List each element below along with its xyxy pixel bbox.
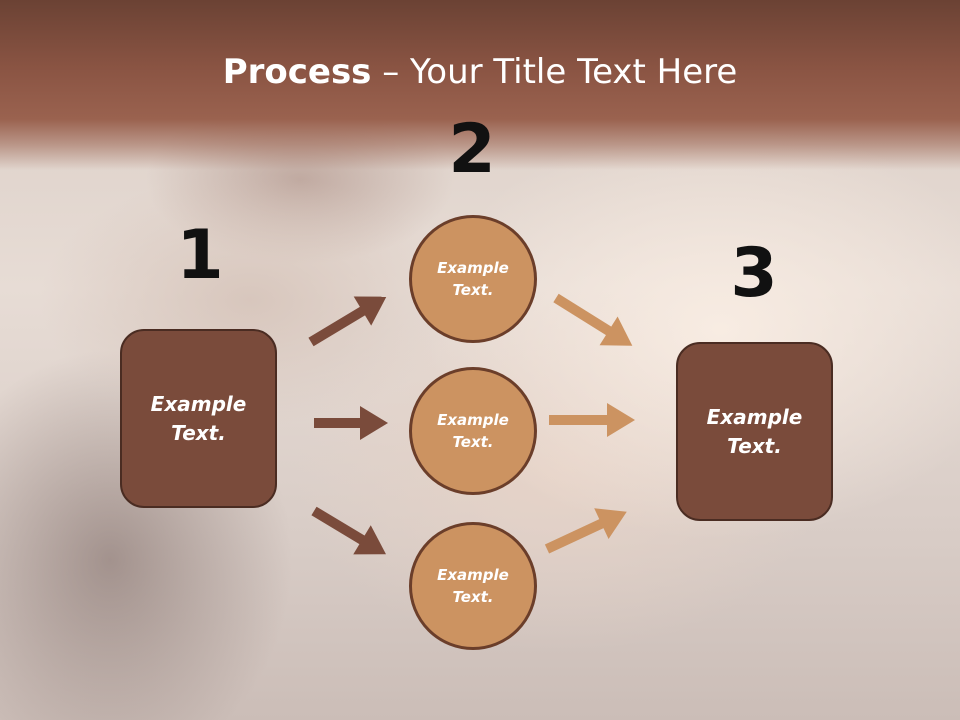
arrow-left-to-bottom — [311, 506, 387, 555]
arrow-top-to-right — [553, 293, 633, 346]
left-box-label: Example Text. — [144, 390, 254, 448]
arrow-left-to-top — [308, 296, 387, 347]
circle-top-line1: Example — [437, 258, 509, 277]
circle-top-label: Example Text. — [428, 257, 518, 302]
circle-middle-line1: Example — [437, 410, 509, 429]
title-bold: Process — [222, 52, 372, 92]
step-number-2: 2 — [448, 110, 496, 189]
step-number-1: 1 — [176, 216, 224, 295]
left-box-line2: Text. — [171, 420, 226, 445]
circle-middle: Example Text. — [409, 367, 537, 495]
left-box-line1: Example — [150, 391, 247, 416]
arrow-middle-to-right — [549, 403, 635, 437]
right-box-line1: Example — [706, 404, 803, 429]
arrow-left-to-middle — [314, 406, 388, 440]
step-number-3: 3 — [730, 234, 778, 313]
circle-middle-label: Example Text. — [428, 409, 518, 454]
circle-middle-line2: Text. — [452, 433, 494, 451]
slide-title: Process – Your Title Text Here — [0, 52, 960, 92]
circle-bottom-line2: Text. — [452, 588, 494, 606]
title-rest: – Your Title Text Here — [371, 52, 738, 92]
circle-bottom: Example Text. — [409, 522, 537, 650]
header-band — [0, 0, 960, 170]
right-box-label: Example Text. — [700, 403, 810, 461]
circle-bottom-line1: Example — [437, 565, 509, 584]
right-box-line2: Text. — [727, 433, 782, 458]
circle-top: Example Text. — [409, 215, 537, 343]
right-box: Example Text. — [676, 342, 833, 521]
arrow-bottom-to-right — [544, 508, 627, 554]
left-box: Example Text. — [120, 329, 277, 508]
circle-top-line2: Text. — [452, 281, 494, 299]
circle-bottom-label: Example Text. — [428, 564, 518, 609]
